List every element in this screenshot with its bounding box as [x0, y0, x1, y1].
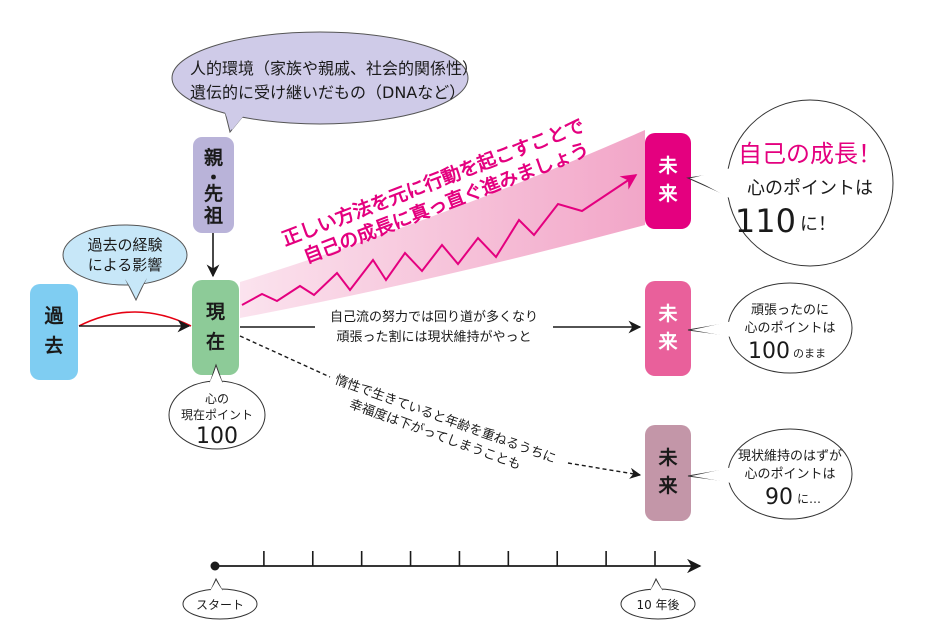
- growth-result-value: 110: [735, 202, 796, 240]
- same-result-line1: 頑張ったのに: [751, 303, 829, 318]
- timeline-start-label: スタート: [196, 598, 244, 612]
- timeline-end-label: 10 年後: [636, 598, 679, 612]
- past-influence-arc: [78, 311, 192, 327]
- growth-band: [240, 130, 645, 318]
- decline-result-line1: 現状維持のはずが: [738, 449, 842, 464]
- ancestors-label-1: 親: [204, 146, 223, 169]
- ancestors-bubble-line1: 人的環境（家族や親戚、社会的関係性）: [190, 59, 478, 78]
- future-growth-label-1: 未: [657, 154, 677, 177]
- same-result-line2: 心のポイントは: [744, 321, 835, 336]
- present-points-line2: 現在ポイント: [181, 408, 253, 422]
- future-growth-node: 未 来: [645, 133, 691, 229]
- timeline: スタート 10 年後: [182, 551, 702, 620]
- future-same-label-1: 未: [657, 302, 677, 325]
- same-result-value: 100: [748, 339, 790, 364]
- present-points-line1: 心の: [205, 392, 229, 406]
- past-label-2: 去: [44, 334, 63, 357]
- decline-path-arrow: [567, 462, 642, 479]
- growth-result-bubble: 自己の成長！ 心のポイントは 110 に！: [686, 99, 894, 267]
- timeline-start-bubble: スタート: [182, 577, 258, 620]
- future-growth-label-2: 来: [658, 183, 677, 205]
- ancestors-label-2: ・: [204, 167, 223, 189]
- decline-path-line: [239, 335, 331, 378]
- ancestors-bubble-line2: 遺伝的に受け継いだもの（DNAなど）: [190, 83, 465, 102]
- present-points-bubble: 心の 現在ポイント 100: [168, 363, 266, 450]
- ancestors-label-4: 祖: [203, 204, 223, 227]
- present-points-value: 100: [196, 424, 238, 449]
- ancestors-influence-bubble: 人的環境（家族や親戚、社会的関係性） 遺伝的に受け継いだもの（DNAなど）: [171, 31, 478, 134]
- past-experience-bubble: 過去の経験 による影響: [62, 224, 188, 302]
- timeline-ticks: [263, 551, 656, 566]
- future-same-label-2: 来: [658, 331, 677, 353]
- decline-caption-line1: 惰性で生きていると年齢を重ねるうちに: [333, 372, 558, 467]
- decline-result-suffix: に…: [797, 492, 821, 506]
- future-decline-label-1: 未: [657, 446, 677, 469]
- present-label-2: 在: [206, 330, 225, 353]
- past-label-1: 過: [44, 305, 64, 327]
- same-caption-line1: 自己流の努力では回り道が多くなり: [330, 309, 538, 325]
- decline-result-value: 90: [765, 485, 793, 510]
- growth-result-line2: 心のポイントは: [747, 178, 873, 199]
- timeline-end-bubble: 10 年後: [620, 577, 696, 620]
- past-experience-line1: 過去の経験: [87, 236, 162, 254]
- ancestors-node: 親 ・ 先 祖: [193, 137, 234, 233]
- growth-zigzag-arrow: [241, 174, 638, 306]
- future-same-node: 未 来: [645, 281, 691, 376]
- present-label-1: 現: [206, 301, 225, 323]
- ancestors-label-3: 先: [204, 182, 223, 205]
- growth-result-headline: 自己の成長！: [738, 140, 882, 168]
- past-node: 過 去: [30, 284, 78, 380]
- growth-result-suffix: に！: [800, 214, 836, 235]
- decline-path-caption: 惰性で生きていると年齢を重ねるうちに 幸福度は下がってしまうことも: [333, 372, 558, 474]
- same-caption-line2: 頑張った割には現状維持がやっと: [336, 329, 531, 345]
- present-node: 現 在: [192, 280, 239, 375]
- past-experience-line2: による影響: [88, 256, 163, 274]
- decline-result-line2: 心のポイントは: [744, 467, 835, 482]
- future-decline-label-2: 来: [658, 475, 677, 497]
- future-decline-node: 未 来: [645, 425, 691, 521]
- same-result-bubble: 頑張ったのに 心のポイントは 100 のまま: [687, 282, 853, 374]
- same-result-suffix: のまま: [793, 347, 826, 360]
- decline-result-bubble: 現状維持のはずが 心のポイントは 90 に…: [687, 428, 853, 520]
